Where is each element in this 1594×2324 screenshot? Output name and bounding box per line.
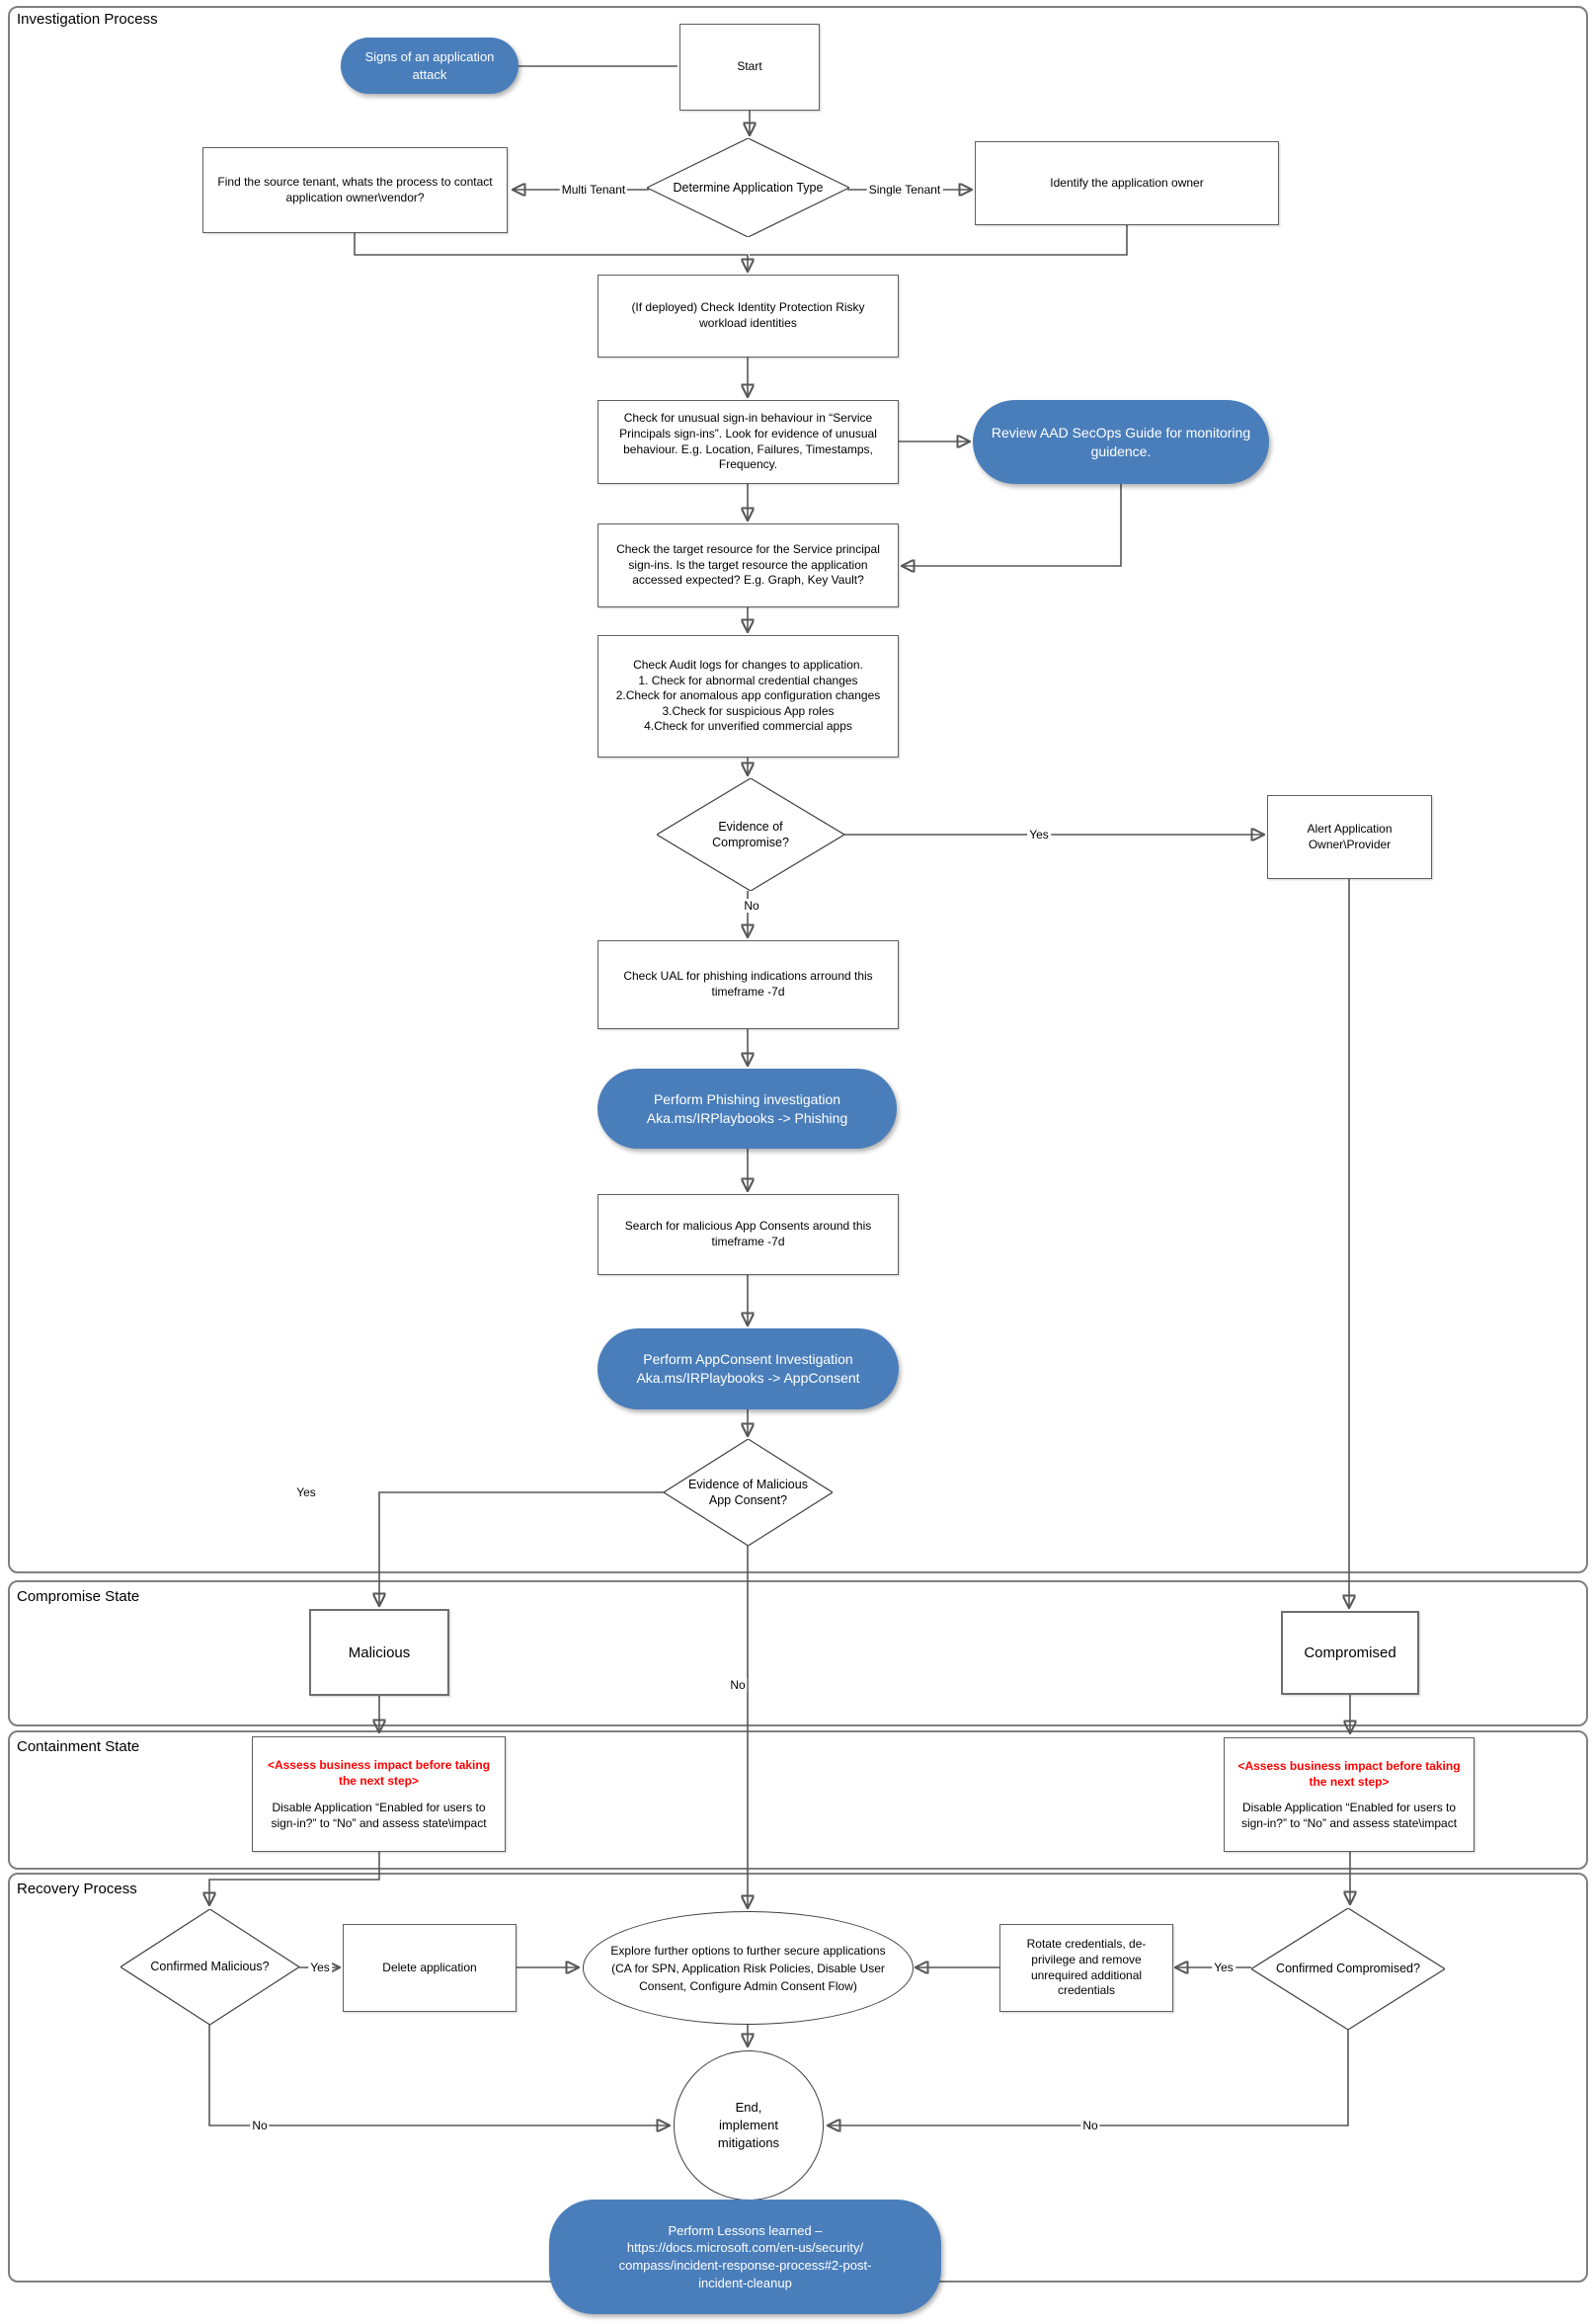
terminator-perform-phishing-investigation: Perform Phishing investigation Aka.ms/IR… <box>598 1069 897 1149</box>
diamond-shape <box>657 778 844 891</box>
disable-application-text: Disable Application “Enabled for users t… <box>1240 1801 1458 1831</box>
edge-find-merge-to-identityprotection <box>354 233 748 271</box>
terminator-lessons-learned: Perform Lessons learned – https://docs.m… <box>549 2200 941 2314</box>
decision-confirmed-malicious: Confirmed Malicious? <box>120 1909 299 2025</box>
label-yes-confirmed-compromised: Yes <box>1212 1961 1235 1974</box>
label-no-evidence-compromise: No <box>742 899 761 913</box>
assess-impact-warning: <Assess business impact before taking th… <box>267 1758 491 1789</box>
label-yes-confirmed-malicious: Yes <box>308 1961 332 1974</box>
diamond-shape <box>664 1439 833 1546</box>
panel-investigation-process <box>8 6 1588 1573</box>
diamond-shape <box>1251 1908 1445 2030</box>
decision-determine-application-type: Determine Application Type <box>647 138 849 237</box>
process-check-ual-phishing: Check UAL for phishing indications arrou… <box>598 940 899 1029</box>
label-single-tenant: Single Tenant <box>866 183 943 197</box>
panel-title-containment: Containment State <box>17 1738 140 1755</box>
terminator-signs-of-attack: Signs of an application attack <box>341 38 518 94</box>
ellipse-explore-further-options: Explore further options to further secur… <box>583 1911 914 2025</box>
label-yes-evidence-compromise: Yes <box>1027 828 1051 841</box>
assess-impact-warning: <Assess business impact before taking th… <box>1237 1758 1461 1789</box>
panel-containment-state <box>8 1730 1588 1870</box>
edge-secopsguide-to-targetresource <box>903 484 1122 566</box>
containment-box-left: <Assess business impact before taking th… <box>252 1736 506 1852</box>
process-find-source-tenant: Find the source tenant, whats the proces… <box>202 147 508 233</box>
terminator-review-aad-secops-guide: Review AAD SecOps Guide for monitoring g… <box>973 400 1269 484</box>
decision-confirmed-compromised: Confirmed Compromised? <box>1251 1908 1445 2030</box>
process-check-audit-logs: Check Audit logs for changes to applicat… <box>598 635 899 758</box>
label-no-confirmed-compromised: No <box>1080 2119 1100 2132</box>
process-delete-application: Delete application <box>343 1924 517 2012</box>
edge-evidenceconsent-yes-to-malicious <box>379 1491 664 1605</box>
label-no-confirmed-malicious: No <box>250 2119 270 2132</box>
diamond-shape <box>120 1909 299 2025</box>
edge-containmentleft-to-confirmedmalicious <box>209 1852 380 1904</box>
process-alert-application-owner: Alert Application Owner\Provider <box>1267 795 1432 879</box>
state-compromised: Compromised <box>1281 1611 1419 1695</box>
edge-confirmedmalicious-no-to-end <box>208 2025 669 2125</box>
label-multi-tenant: Multi Tenant <box>559 183 628 197</box>
panel-title-compromise: Compromise State <box>17 1588 140 1605</box>
process-check-signin-behaviour: Check for unusual sign-in behaviour in “… <box>598 400 899 484</box>
process-start: Start <box>679 24 820 111</box>
edge-confirmedcompromised-no-to-end <box>829 2030 1349 2125</box>
process-search-malicious-app-consents: Search for malicious App Consents around… <box>598 1194 899 1275</box>
process-check-target-resource: Check the target resource for the Servic… <box>598 523 899 607</box>
disable-application-text: Disable Application “Enabled for users t… <box>271 1800 487 1830</box>
process-check-identity-protection: (If deployed) Check Identity Protection … <box>598 275 899 358</box>
decision-evidence-malicious-app-consent: Evidence of Malicious App Consent? <box>664 1439 833 1546</box>
panel-title-recovery: Recovery Process <box>17 1881 137 1897</box>
label-yes-malicious-consent: Yes <box>294 1485 318 1499</box>
containment-box-right: <Assess business impact before taking th… <box>1224 1737 1474 1852</box>
panel-title-investigation: Investigation Process <box>17 11 158 28</box>
terminator-perform-appconsent-investigation: Perform AppConsent Investigation Aka.ms/… <box>598 1328 899 1409</box>
label-no-malicious-consent: No <box>728 1678 748 1692</box>
process-identify-application-owner: Identify the application owner <box>975 141 1279 225</box>
diamond-shape <box>647 138 849 237</box>
terminator-end-implement-mitigations: End, implement mitigations <box>674 2050 824 2201</box>
edge-identify-merge <box>750 225 1128 256</box>
state-malicious: Malicious <box>309 1609 449 1696</box>
decision-evidence-of-compromise: Evidence of Compromise? <box>657 778 844 891</box>
panel-compromise-state <box>8 1580 1588 1726</box>
process-rotate-credentials: Rotate credentials, de-privilege and rem… <box>999 1924 1173 2012</box>
